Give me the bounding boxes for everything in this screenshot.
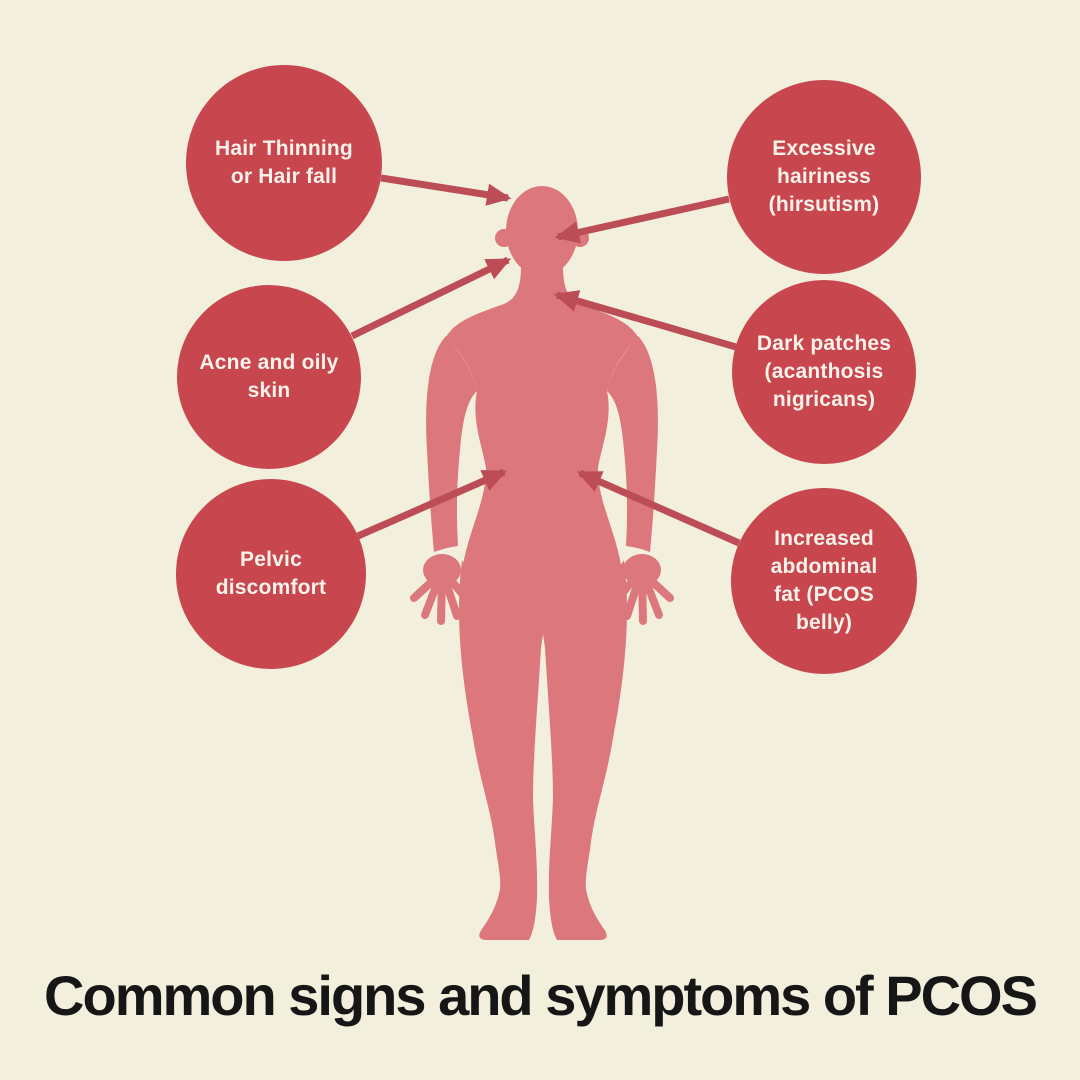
symptom-bubble-pelvic-discomfort: Pelvic discomfort: [176, 479, 366, 669]
symptom-bubble-dark-patches: Dark patches (acanthosis nigricans): [732, 280, 916, 464]
infographic-title: Common signs and symptoms of PCOS: [44, 964, 1038, 1027]
symptom-bubble-hair-thinning: Hair Thinning or Hair fall: [186, 65, 382, 261]
arrow-hair-thinning: [380, 174, 512, 206]
arrow-excessive-hairiness: [554, 195, 730, 244]
female-body-silhouette: [410, 186, 674, 940]
arrow-dark-patches: [553, 290, 737, 351]
symptom-bubble-acne-oily-skin: Acne and oily skin: [177, 285, 361, 469]
symptom-arrows: [350, 174, 741, 547]
body-legs: [459, 560, 627, 940]
body-torso: [446, 266, 638, 627]
symptom-bubble-increased-abdominal-fat: Increased abdominal fat (PCOS belly): [731, 488, 917, 674]
arrow-pelvic-discomfort: [356, 468, 508, 540]
symptom-bubble-excessive-hairiness: Excessive hairiness (hirsutism): [727, 80, 921, 274]
body-head: [506, 186, 578, 276]
body-hand-left: [410, 554, 472, 625]
body-hand-right: [612, 554, 674, 625]
body-ear-left: [495, 229, 513, 247]
arrow-acne-oily-skin: [350, 256, 512, 340]
arrow-increased-abdominal-fat: [576, 469, 741, 547]
